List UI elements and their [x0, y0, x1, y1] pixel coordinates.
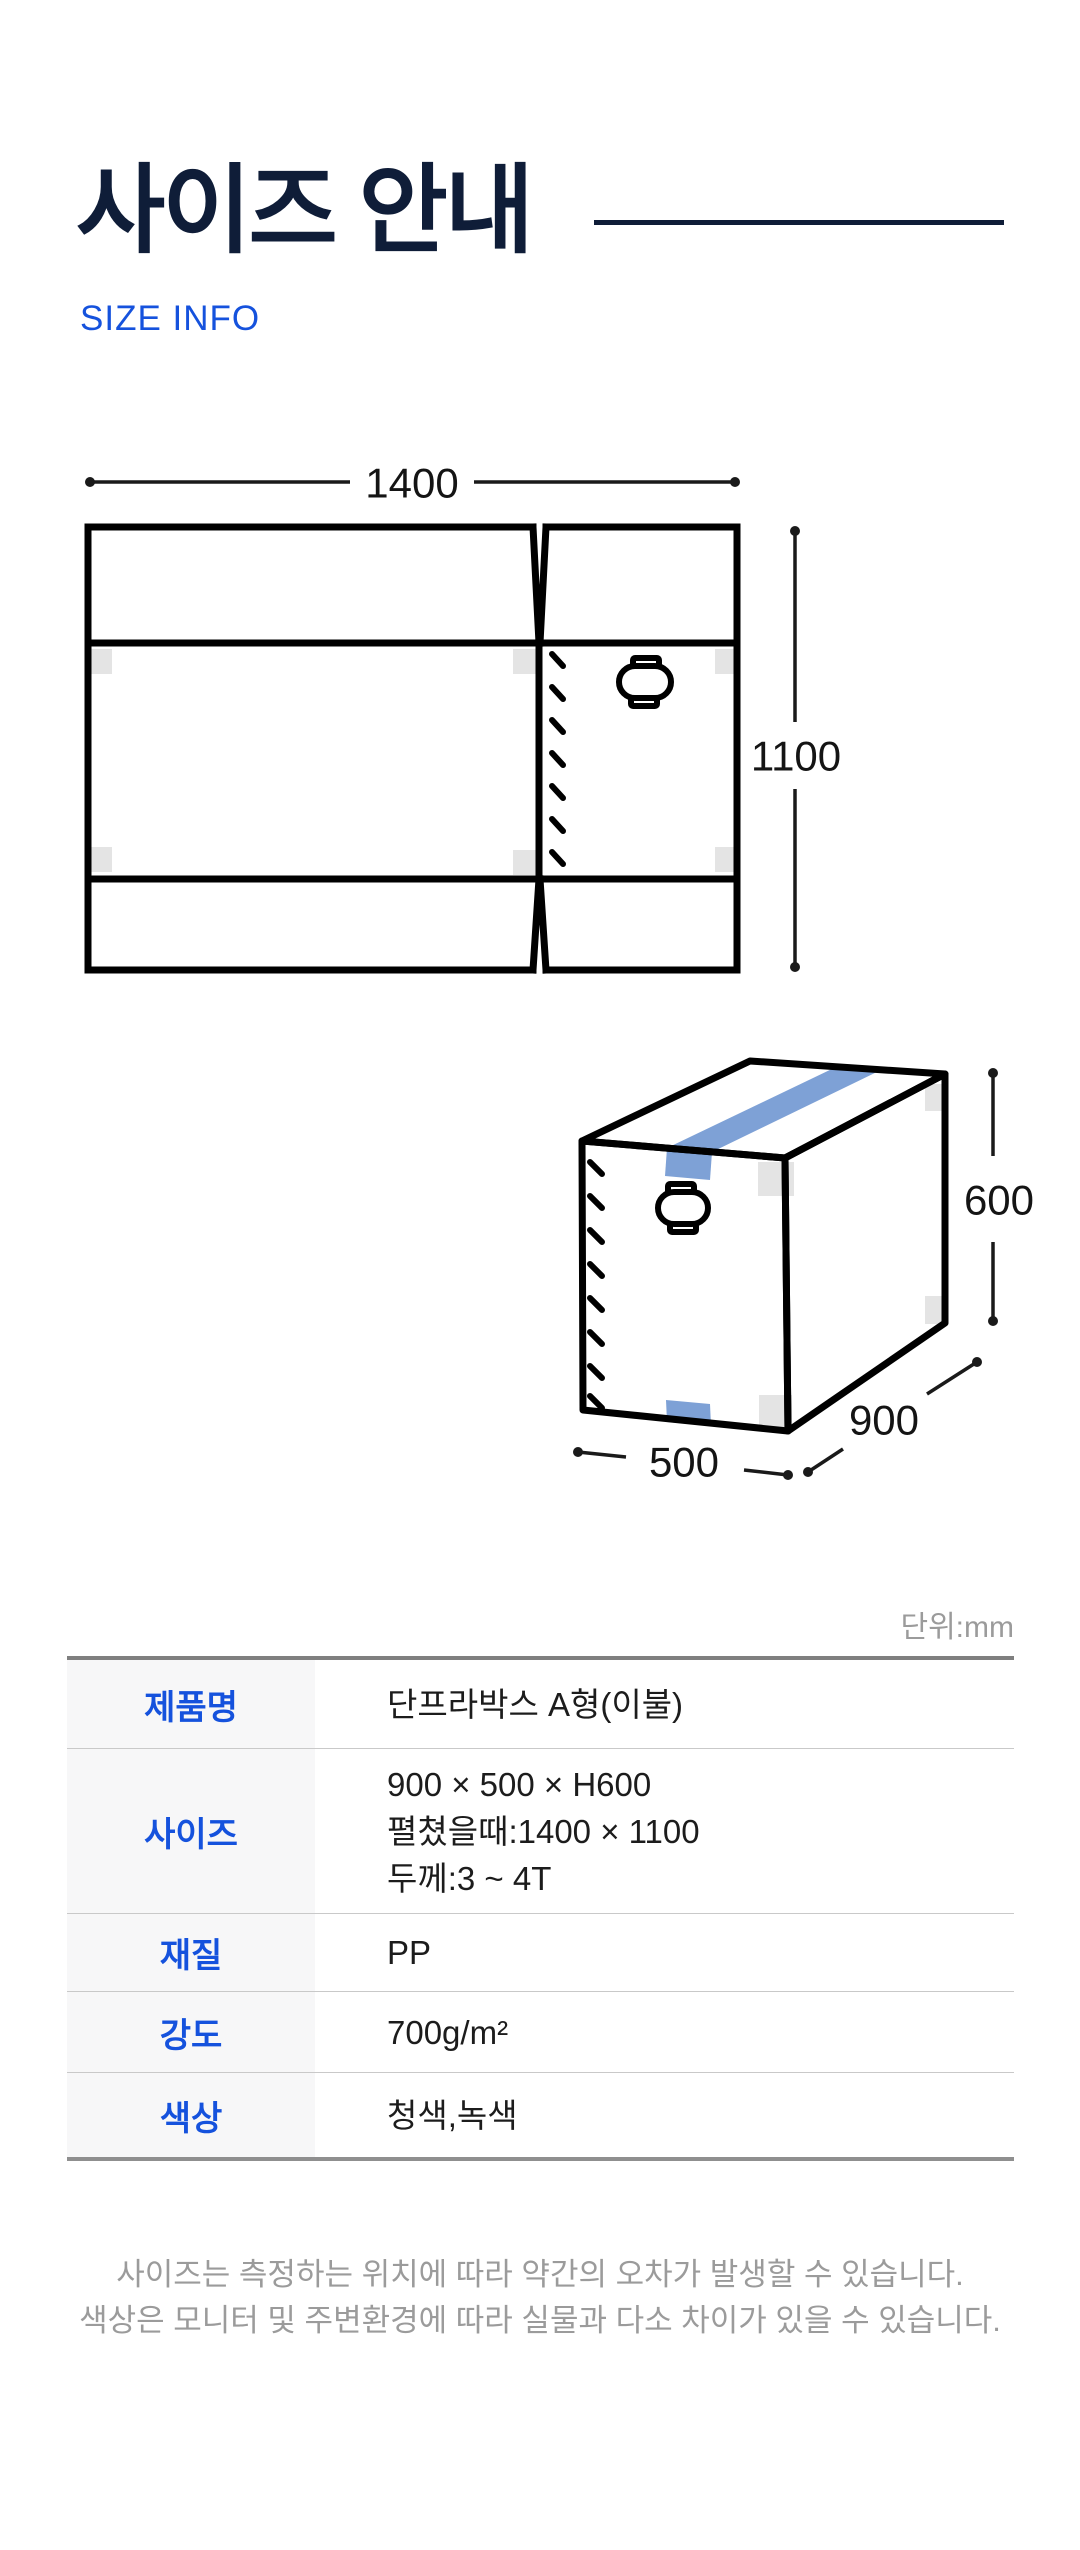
table-row: 제품명 단프라박스 A형(이불) [67, 1660, 1014, 1748]
flat-box-outline [84, 523, 741, 974]
handle-icon [616, 655, 674, 709]
box-top-face [582, 1061, 945, 1158]
handle-icon-3d [655, 1181, 711, 1235]
spec-value: 청색,녹색 [315, 2073, 1014, 2157]
spec-value-line: 900 × 500 × H600 [387, 1765, 652, 1803]
dimension-height-1100: 1100 [751, 526, 841, 972]
note-line: 사이즈는 측정하는 위치에 따라 약간의 오차가 발생할 수 있습니다. [116, 2257, 964, 2292]
assembled-box-outline [578, 1057, 949, 1435]
corner-marks [90, 649, 737, 875]
fold-ticks-3d [587, 1159, 605, 1411]
flat-width-label: 1400 [365, 460, 458, 507]
spec-value-line: 두께:3 ~ 4T [387, 1859, 552, 1897]
dimension-height-600: 600 [964, 1068, 1034, 1326]
page-title: 사이즈 안내 [76, 156, 534, 265]
box-depth-label: 900 [849, 1397, 919, 1444]
spec-value-line: 단프라박스 A형(이불) [387, 1685, 684, 1723]
page-subtitle: SIZE INFO [80, 299, 261, 338]
spec-label: 색상 [67, 2073, 315, 2157]
spec-value: 700g/m² [315, 1992, 1014, 2072]
spec-value-line: PP [387, 1934, 432, 1971]
spec-label: 사이즈 [67, 1749, 315, 1913]
dimension-depth-900: 900 [803, 1357, 982, 1477]
title-decor-line [594, 220, 1004, 225]
dimension-width-500: 500 [573, 1439, 793, 1486]
spec-label: 강도 [67, 1992, 315, 2072]
spec-label: 재질 [67, 1914, 315, 1991]
box-height-label: 600 [964, 1177, 1034, 1224]
flat-height-label: 1100 [751, 733, 841, 780]
table-row: 사이즈 900 × 500 × H600 펼쳤을때:1400 × 1100 두께… [67, 1748, 1014, 1913]
spec-value: 900 × 500 × H600 펼쳤을때:1400 × 1100 두께:3 ~… [315, 1749, 1014, 1913]
table-row: 재질 PP [67, 1913, 1014, 1991]
spec-value: PP [315, 1914, 1014, 1991]
dimension-width-1400: 1400 [85, 460, 740, 507]
footer-notes: 사이즈는 측정하는 위치에 따라 약간의 오차가 발생할 수 있습니다. 색상은… [0, 2252, 1080, 2344]
spec-value: 단프라박스 A형(이불) [315, 1660, 1014, 1748]
note-line: 색상은 모니터 및 주변환경에 따라 실물과 다소 차이가 있을 수 있습니다. [79, 2303, 1001, 2338]
unit-note: 단위:mm [900, 1611, 1014, 1644]
table-row: 색상 청색,녹색 [67, 2072, 1014, 2157]
box-right-face [785, 1074, 945, 1431]
spec-value-line: 700g/m² [387, 2013, 509, 2051]
spec-value-line: 청색,녹색 [387, 2096, 518, 2134]
fold-ticks [549, 651, 566, 867]
table-row: 강도 700g/m² [67, 1991, 1014, 2072]
corner-patches [758, 1084, 944, 1429]
box-width-label: 500 [649, 1439, 719, 1486]
spec-value-line: 펼쳤을때:1400 × 1100 [387, 1812, 700, 1850]
tape-strip [665, 1067, 881, 1426]
flat-box-diagram: 1400 [84, 460, 841, 974]
spec-table: 제품명 단프라박스 A형(이불) 사이즈 900 × 500 × H600 펼쳤… [67, 1656, 1014, 2161]
spec-label: 제품명 [67, 1660, 315, 1748]
assembled-box-diagram: 600 900 500 [573, 1057, 1034, 1486]
box-front-face [582, 1141, 788, 1431]
